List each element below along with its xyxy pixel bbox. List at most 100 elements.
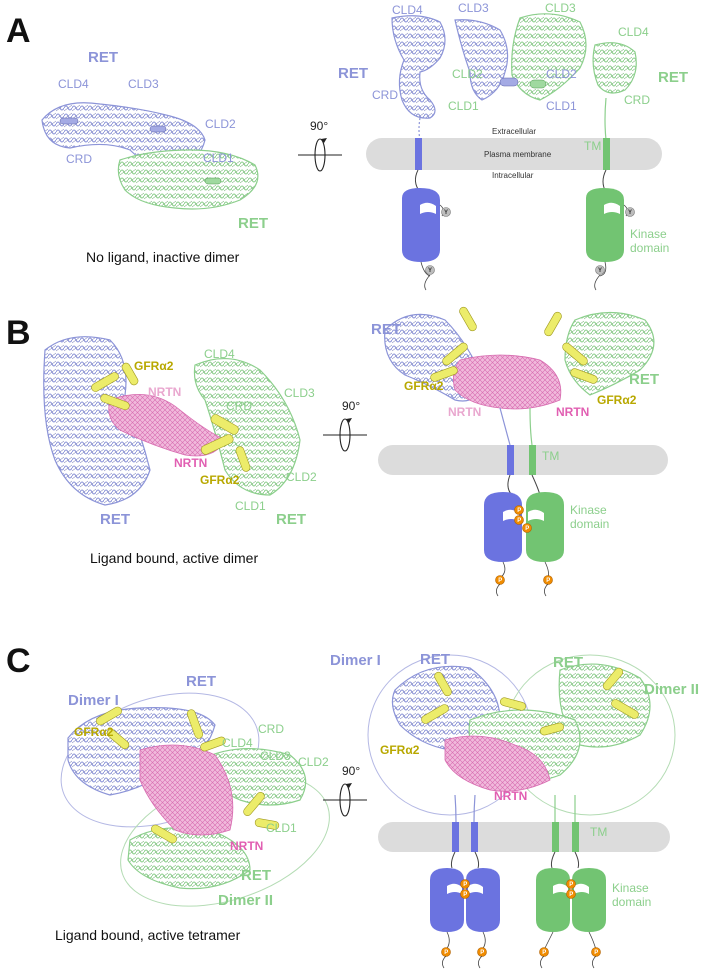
kinase-cleft <box>574 883 589 894</box>
label-nrtn: NRTN <box>494 789 527 803</box>
panel-b: B GFRα2 NRTN CLD4 CRD CLD3 NRTN GFRα2 CL… <box>6 306 668 597</box>
panel-c: C Dimer I RET GFRα2 CRD CLD4 CLD3 <box>6 642 699 969</box>
tm-helix-green <box>529 445 536 475</box>
tm-helix-blue <box>507 445 514 475</box>
label-cld3: CLD3 <box>284 386 315 400</box>
label-nrtn-top: NRTN <box>148 385 181 399</box>
rotation-symbol <box>297 137 343 172</box>
label-gfra2-top: GFRα2 <box>134 359 174 373</box>
kinase-cleft <box>604 202 620 214</box>
rotation-symbol <box>322 782 368 817</box>
label-crd: CRD <box>66 152 92 166</box>
label-cld3-left: CLD3 <box>458 1 489 15</box>
ret-green-ribbon <box>117 149 259 210</box>
tm-helix-blue <box>471 822 478 852</box>
gfra2-helices <box>421 667 639 736</box>
plasma-membrane <box>378 445 668 475</box>
helix <box>149 125 167 133</box>
label-intracellular: Intracellular <box>492 171 534 180</box>
linker <box>442 955 447 969</box>
linker <box>473 794 476 823</box>
ret-blue-ribbon <box>43 336 151 506</box>
label-crd-right: CRD <box>624 93 650 107</box>
ret-blue-ribbon <box>391 15 446 119</box>
label-ret-top: RET <box>88 49 118 66</box>
phospho-marker <box>514 515 524 525</box>
label-cld4: CLD4 <box>58 77 89 91</box>
label-gfra2-left: GFRα2 <box>404 379 444 393</box>
linker <box>574 851 580 869</box>
linker <box>540 955 545 969</box>
kinase-domain-blue <box>484 492 522 562</box>
label-nrtn: NRTN <box>230 839 263 853</box>
nrtn-density <box>139 744 234 836</box>
tyrosine-marker <box>441 207 451 217</box>
label-cld4-right: CLD4 <box>618 25 649 39</box>
label-crd-left: CRD <box>372 88 398 102</box>
linker <box>604 97 607 141</box>
plasma-membrane <box>378 822 670 852</box>
rotation-label: 90° <box>342 399 360 413</box>
panel-letter-c: C <box>6 642 31 680</box>
phospho-marker <box>477 947 487 957</box>
label-cld1-right: CLD1 <box>546 99 577 113</box>
kinase-domain-blue <box>402 188 440 262</box>
label-cld1: CLD1 <box>235 499 266 513</box>
label-cld4: CLD4 <box>222 736 253 750</box>
label-cld1: CLD1 <box>266 821 297 835</box>
kinase-cleft <box>420 202 436 214</box>
label-kinase: Kinase <box>570 503 607 517</box>
phospho-marker <box>539 947 549 957</box>
kinase-cleft <box>528 509 544 521</box>
label-cld4-left: CLD4 <box>392 3 423 17</box>
caption-b: Ligand bound, active dimer <box>90 550 258 566</box>
linker-dotted <box>418 117 421 141</box>
label-cld3-right: CLD3 <box>545 1 576 15</box>
panel-b-left-structure: GFRα2 NRTN CLD4 CRD CLD3 NRTN GFRα2 CLD2… <box>43 336 317 528</box>
tm-helix-blue <box>415 138 422 170</box>
nrtn-density <box>444 735 551 792</box>
phospho-marker <box>441 947 451 957</box>
linker <box>496 583 501 597</box>
label-dimer-i: Dimer I <box>330 652 381 669</box>
label-nrtn-mid: NRTN <box>174 456 207 470</box>
label-ret-right: RET <box>276 511 306 528</box>
tm-helix-green <box>603 138 610 170</box>
label-tm: TM <box>584 139 601 153</box>
tm-helix-blue <box>452 822 459 852</box>
linker <box>592 955 597 969</box>
label-cld2: CLD2 <box>298 755 329 769</box>
kinase-domain-green <box>586 188 624 262</box>
label-gfra2-right: GFRα2 <box>597 393 637 407</box>
tm-helix-green <box>552 822 559 852</box>
gfra2-helices <box>91 362 251 472</box>
phospho-marker <box>514 505 524 515</box>
label-crd: CRD <box>258 722 284 736</box>
label-domain: domain <box>630 241 669 255</box>
phospho-marker <box>543 575 553 585</box>
tyrosine-marker <box>425 265 435 275</box>
kinase-domain-green <box>572 868 606 932</box>
label-cld1-left: CLD1 <box>448 99 479 113</box>
kinase-domain-blue <box>466 868 500 932</box>
label-dimer-ii: Dimer II <box>644 681 699 698</box>
caption-c: Ligand bound, active tetramer <box>55 927 241 943</box>
label-kinase: Kinase <box>630 227 667 241</box>
helix <box>499 77 519 87</box>
label-gfra2: GFRα2 <box>380 743 420 757</box>
label-cld2: CLD2 <box>286 470 317 484</box>
phospho-marker <box>522 523 532 533</box>
label-cld2: CLD2 <box>205 117 236 131</box>
label-ret-left: RET <box>338 65 368 82</box>
label-cld3: CLD3 <box>128 77 159 91</box>
label-kinase: Kinase <box>612 881 649 895</box>
linker <box>507 474 513 496</box>
label-ret-right: RET <box>553 654 583 671</box>
phospho-marker <box>495 575 505 585</box>
ret-green-ribbon <box>127 826 251 890</box>
rotation-label: 90° <box>342 764 360 778</box>
panel-a-left-structure: RET CLD4 CLD3 CLD2 CLD1 CRD RET <box>41 49 268 232</box>
helix <box>529 79 547 89</box>
label-ret-top: RET <box>186 673 216 690</box>
linker <box>544 583 549 597</box>
